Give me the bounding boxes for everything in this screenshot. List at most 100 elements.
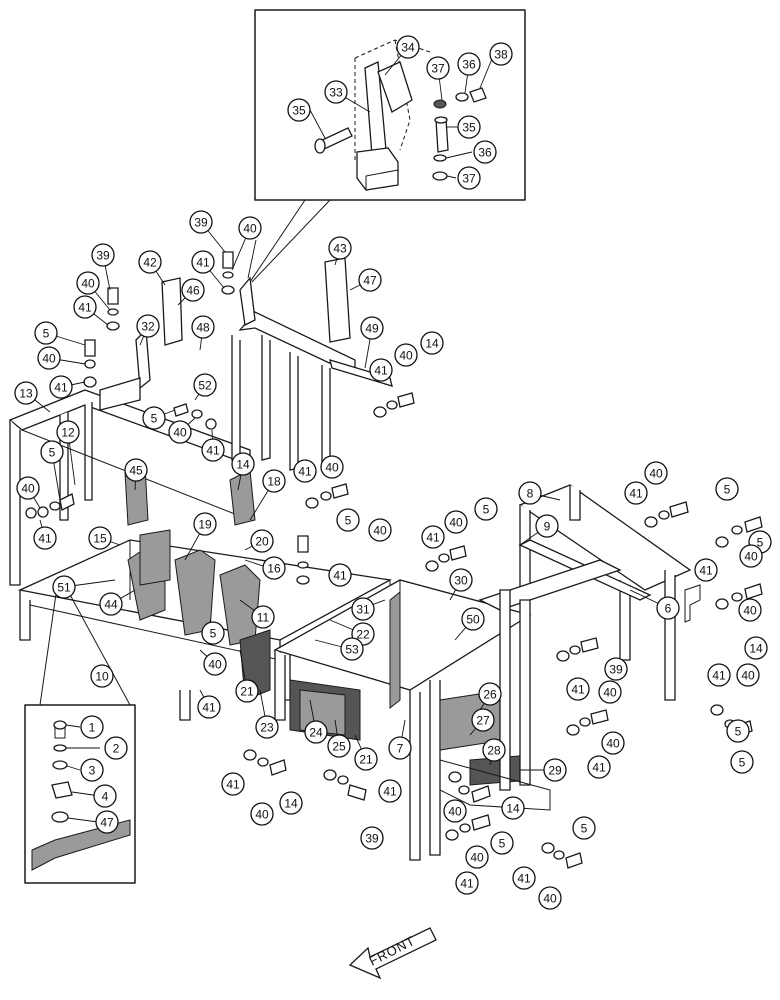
callout-circle	[293, 459, 317, 483]
callout-51: 51	[52, 575, 76, 599]
callout-number: 40	[173, 426, 187, 440]
callout-number: 39	[365, 832, 379, 846]
callout-40: 40	[644, 461, 668, 485]
callout-circle	[461, 607, 485, 631]
callout-circle	[538, 886, 562, 910]
callout-5: 5	[715, 477, 739, 501]
callout-5: 5	[726, 719, 750, 743]
callout-circle	[255, 715, 279, 739]
callout-number: 16	[267, 562, 281, 576]
callout-35: 35	[457, 115, 481, 139]
callout-circle	[327, 734, 351, 758]
callout-10: 10	[90, 664, 114, 688]
callout-number: 41	[196, 256, 210, 270]
callout-41: 41	[378, 779, 402, 803]
callout-circle	[598, 680, 622, 704]
callout-circle	[40, 440, 64, 464]
callout-53: 53	[340, 637, 364, 661]
callout-41: 41	[221, 772, 245, 796]
callout-5: 5	[142, 406, 166, 430]
callout-21: 21	[354, 747, 378, 771]
callout-number: 24	[309, 726, 323, 740]
callout-number: 5	[151, 412, 158, 426]
callout-circle	[181, 278, 205, 302]
callout-circle	[715, 477, 739, 501]
callout-number: 35	[462, 121, 476, 135]
callout-34: 34	[396, 35, 420, 59]
callout-14: 14	[744, 636, 768, 660]
callout-circle	[191, 250, 215, 274]
callout-40: 40	[250, 802, 274, 826]
callout-number: 41	[629, 487, 643, 501]
callout-circle	[193, 373, 217, 397]
callout-number: 48	[196, 321, 210, 335]
callout-29: 29	[543, 758, 567, 782]
callout-39: 39	[604, 657, 628, 681]
callout-41: 41	[587, 755, 611, 779]
callout-circle	[501, 796, 525, 820]
callout-circle	[473, 140, 497, 164]
callout-number: 40	[744, 550, 758, 564]
callout-41: 41	[201, 438, 225, 462]
callout-number: 19	[198, 518, 212, 532]
callout-circle	[34, 321, 58, 345]
callout-number: 41	[202, 701, 216, 715]
callout-47: 47	[95, 810, 119, 834]
callout-circle	[336, 508, 360, 532]
callout-41: 41	[33, 526, 57, 550]
callout-number: 41	[699, 564, 713, 578]
callout-number: 36	[478, 146, 492, 160]
callout-number: 41	[333, 569, 347, 583]
callout-21: 21	[235, 679, 259, 703]
callout-41: 41	[707, 663, 731, 687]
callout-circle	[193, 512, 217, 536]
callout-number: 37	[431, 62, 445, 76]
callout-number: 41	[592, 761, 606, 775]
callout-38: 38	[489, 42, 513, 66]
callout-number: 5	[483, 503, 490, 517]
callout-27: 27	[471, 708, 495, 732]
callout-36: 36	[457, 52, 481, 76]
callout-number: 1	[89, 721, 96, 735]
callout-number: 29	[548, 764, 562, 778]
callout-39: 39	[189, 210, 213, 234]
callout-number: 40	[470, 851, 484, 865]
callout-41: 41	[566, 677, 590, 701]
callout-41: 41	[512, 866, 536, 890]
callout-41: 41	[293, 459, 317, 483]
callout-40: 40	[736, 663, 760, 687]
callout-number: 5	[499, 837, 506, 851]
callout-number: 11	[257, 611, 270, 625]
callout-number: 44	[104, 598, 118, 612]
callout-number: 5	[210, 627, 217, 641]
callout-circle	[124, 458, 148, 482]
callout-48: 48	[191, 315, 215, 339]
callout-circle	[457, 166, 481, 190]
callout-20: 20	[250, 529, 274, 553]
callout-number: 14	[236, 458, 250, 472]
callout-5: 5	[730, 750, 754, 774]
callout-number: 41	[571, 683, 585, 697]
callout-41: 41	[49, 375, 73, 399]
callout-circle	[201, 438, 225, 462]
callout-14: 14	[420, 331, 444, 355]
callout-circle	[490, 831, 514, 855]
callout-11: 11	[251, 605, 275, 629]
callout-number: 8	[527, 487, 534, 501]
callout-40: 40	[238, 216, 262, 240]
callout-circle	[601, 731, 625, 755]
callout-40: 40	[739, 544, 763, 568]
callout-37: 37	[426, 56, 450, 80]
callout-circle	[56, 420, 80, 444]
callout-number: 2	[113, 742, 120, 756]
callout-circle	[707, 663, 731, 687]
callout-number: 47	[100, 816, 114, 830]
callout-30: 30	[449, 568, 473, 592]
callout-number: 10	[95, 670, 109, 684]
callout-39: 39	[360, 826, 384, 850]
callout-5: 5	[336, 508, 360, 532]
callout-circle	[189, 210, 213, 234]
callout-35: 35	[287, 98, 311, 122]
callout-number: 28	[487, 744, 501, 758]
callout-number: 3	[89, 764, 96, 778]
